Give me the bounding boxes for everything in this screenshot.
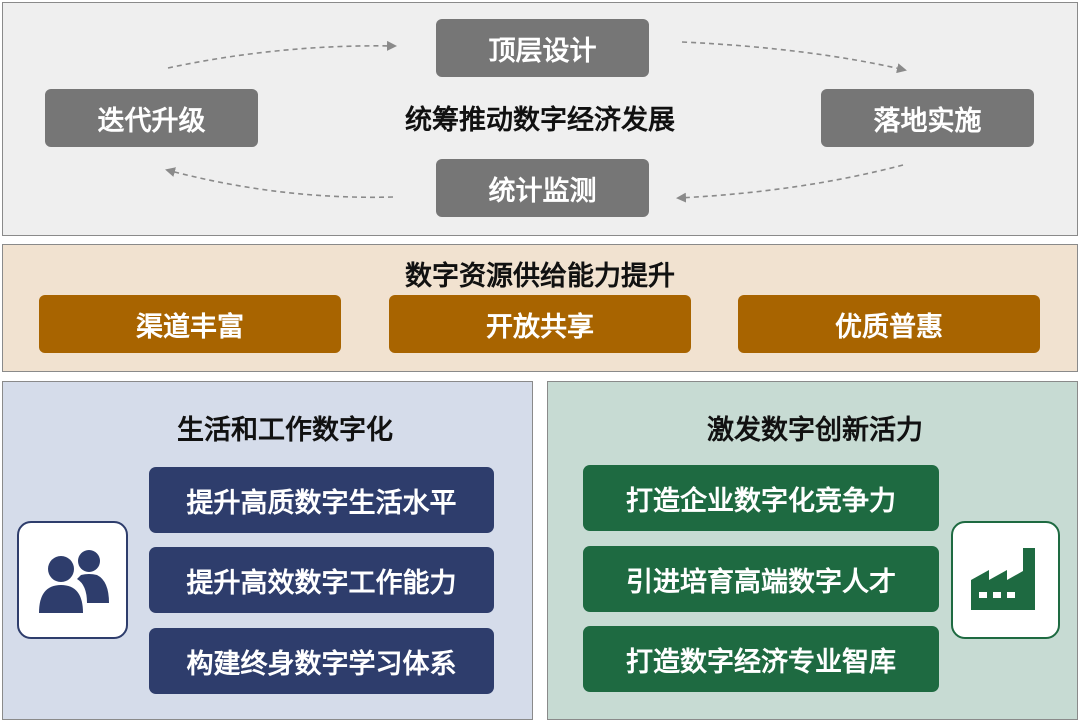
life-work-item: 提升高效数字工作能力 [149,547,494,613]
factory-icon-frame [951,521,1060,639]
innovation-item: 引进培育高端数字人才 [583,546,939,612]
arrow-right-to-bottom [676,164,904,203]
life-work-item: 提升高质数字生活水平 [149,467,494,533]
innovation-title: 激发数字创新活力 [707,415,923,446]
factory-icon [970,548,1035,610]
node-top-design: 顶层设计 [436,19,649,77]
arrow-top-to-right [681,41,907,74]
cycle-arrows [165,40,907,203]
innovation-item: 打造数字经济专业智库 [583,626,939,692]
people-icon-frame [17,521,128,639]
cycle-center-title: 统筹推动数字经济发展 [405,105,675,136]
node-monitoring: 统计监测 [436,159,649,217]
life-work-title: 生活和工作数字化 [177,415,393,446]
innovation-item: 打造企业数字化竞争力 [583,465,939,531]
node-iteration: 迭代升级 [45,89,258,147]
people-icon [38,550,109,613]
supply-item-inclusive: 优质普惠 [738,295,1040,353]
arrow-left-to-top [167,40,397,69]
life-work-item: 构建终身数字学习体系 [149,628,494,694]
supply-item-channels: 渠道丰富 [39,295,341,353]
supply-item-sharing: 开放共享 [389,295,691,353]
node-implementation: 落地实施 [821,89,1034,147]
supply-title: 数字资源供给能力提升 [405,261,675,292]
arrow-bottom-to-left [165,167,394,199]
